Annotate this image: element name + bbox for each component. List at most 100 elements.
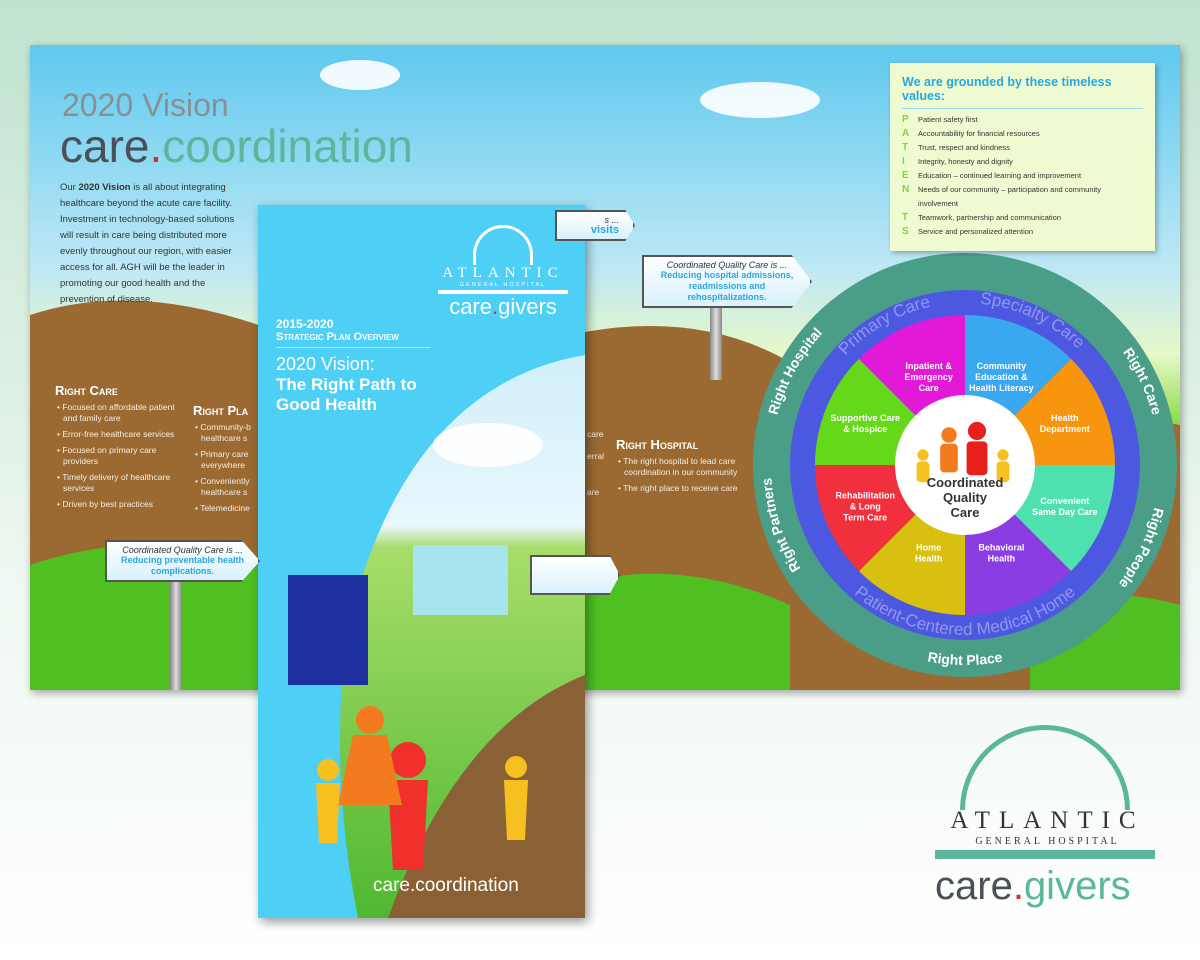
cg-b: givers — [1023, 864, 1131, 908]
title-care: care — [60, 120, 150, 172]
family-figure-icon — [916, 461, 930, 483]
segment-label-line: Community — [977, 361, 1027, 371]
brochure-years: 2015-2020 — [276, 317, 334, 331]
bullet-item: Conveniently healthcare s — [193, 476, 258, 498]
partial-line: are — [587, 487, 600, 497]
vision-title: care.coordination — [60, 123, 413, 169]
bullet-item: Driven by best practices — [55, 499, 190, 510]
segment-label-line: Department — [1040, 424, 1090, 434]
brochure-title-2: The Right Path to — [276, 375, 417, 394]
bullet-item: Focused on affordable patient and family… — [55, 402, 190, 424]
wheel-center — [895, 395, 1035, 535]
sign-partial — [530, 555, 620, 595]
brochure-logo: ATLANTIC GENERAL HOSPITAL care.givers — [438, 225, 568, 320]
value-letter: E — [902, 170, 909, 181]
bullet-item: Focused on primary care providers — [55, 445, 190, 467]
logo-name: ATLANTIC — [950, 807, 1145, 834]
section-title: Right Pla — [193, 403, 249, 418]
brochure-footer: care.coordination — [373, 875, 519, 896]
right-place-section: Right Pla Community-b healthcare s Primar… — [193, 403, 258, 519]
value-letter: A — [902, 128, 910, 139]
value-text: Needs of our community – participation a… — [918, 185, 1102, 208]
value-text: Teamwork, partnership and communication — [918, 213, 1061, 222]
segment-label-line: Health — [915, 553, 943, 563]
bullet-item: Telemedicine — [193, 503, 258, 514]
values-box: We are grounded by these timeless values… — [890, 63, 1155, 251]
logo-caregivers: care.givers — [935, 864, 1131, 908]
family-figure-icon — [917, 449, 929, 461]
family-figure-icon — [996, 461, 1010, 483]
brochure-title-1: 2020 Vision: — [276, 354, 375, 374]
cg-a: care — [935, 864, 1013, 908]
segment-label-line: Health — [1051, 413, 1079, 423]
value-text: Education – continued learning and impro… — [918, 171, 1082, 180]
segment-label-line: Home — [916, 542, 941, 552]
sign-text: Reducing hospital admissions, readmissio… — [660, 270, 794, 302]
sign-admissions: Coordinated Quality Care is ... Reducing… — [642, 255, 812, 308]
logo-name: ATLANTIC — [442, 265, 564, 281]
center-label: Coordinated — [927, 475, 1004, 490]
partial-line: care — [587, 429, 604, 439]
bullet-item: Error-free healthcare services — [55, 429, 190, 440]
outer-label-text: Right Place — [927, 649, 1004, 668]
right-hospital-section: Right Hospital The right hospital to lea… — [616, 437, 746, 499]
value-letter: S — [902, 226, 909, 237]
segment-label-line: Rehabilitation — [835, 490, 895, 500]
arch-logo-icon — [960, 725, 1130, 810]
cg-dot: . — [491, 294, 499, 319]
sign-lead: Coordinated Quality Care is ... — [666, 260, 788, 270]
arch-logo-icon — [473, 225, 533, 265]
center-label: Care — [951, 505, 980, 520]
value-letter: N — [902, 184, 910, 195]
segment-label-line: & Hospice — [843, 424, 887, 434]
value-text: Integrity, honesty and dignity — [918, 157, 1013, 166]
sign-lead: s ... — [604, 215, 619, 225]
value-text: Service and personalized attention — [918, 227, 1034, 236]
segment-label-line: Emergency — [904, 372, 953, 382]
cg-a: care — [449, 294, 492, 319]
cg-dot: . — [1012, 864, 1024, 908]
sign-pole — [170, 575, 182, 690]
bullet-item: The right place to receive care — [616, 483, 746, 494]
segment-label-line: Same Day Care — [1032, 507, 1098, 517]
right-care-list: Focused on affordable patient and family… — [55, 402, 190, 510]
sign-pole — [710, 300, 722, 380]
sign-lead: Coordinated Quality Care is ... — [122, 545, 243, 555]
value-text: Patient safety first — [918, 115, 978, 124]
value-item: E Education – continued learning and impr… — [902, 169, 1143, 183]
bullet-item: The right hospital to lead care coordina… — [616, 456, 746, 478]
center-label: Quality — [943, 490, 988, 505]
right-hospital-list: The right hospital to lead care coordina… — [616, 456, 746, 494]
segment-label: Supportive Care& Hospice — [830, 413, 900, 434]
intro-post: is all about integrating healthcare beyo… — [60, 182, 235, 305]
family-figure-icon — [997, 449, 1009, 461]
value-letter: I — [902, 156, 905, 167]
segment-label-line: Supportive Care — [830, 413, 900, 423]
family-figure-icon — [966, 441, 988, 476]
value-item: N Needs of our community – participation … — [902, 183, 1143, 211]
value-item: S Service and personalized attention — [902, 225, 1143, 239]
segment-label-line: Inpatient & — [905, 361, 952, 371]
cg-b: givers — [498, 294, 557, 319]
bullet-item: Primary care everywhere — [193, 449, 258, 471]
outer-label: Right Place — [927, 649, 1004, 668]
family-figure-icon — [940, 443, 958, 473]
title-coordination: coordination — [162, 120, 413, 172]
family-figure-icon — [941, 427, 957, 443]
section-title: Right Hospital — [616, 437, 699, 452]
bullet-item: Community-b healthcare s — [193, 422, 258, 444]
brochure-subtitle: Strategic Plan Overview — [276, 331, 431, 348]
brochure-heading: 2015-2020 Strategic Plan Overview 2020 V… — [276, 317, 431, 415]
segment-label-line: Term Care — [843, 512, 887, 522]
section-title: Right Care — [55, 383, 118, 398]
logo-sub: GENERAL HOSPITAL — [438, 282, 568, 294]
partial-text: care erral are — [587, 423, 604, 503]
